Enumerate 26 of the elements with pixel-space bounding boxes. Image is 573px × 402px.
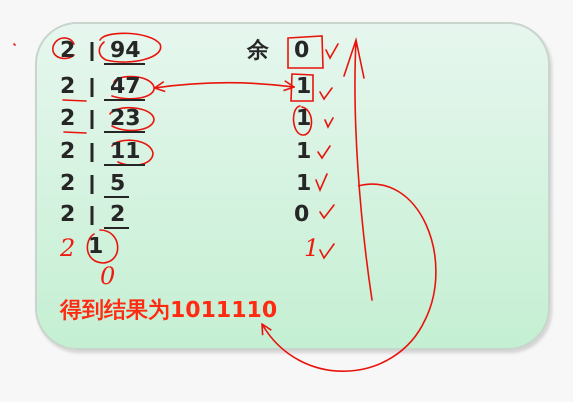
slide-panel	[35, 22, 550, 350]
division-digit: 余	[247, 39, 269, 63]
division-digit: 2	[60, 75, 76, 99]
arrow	[154, 80, 295, 92]
handwritten-digit: 2	[60, 236, 76, 260]
dividend-number: 94	[104, 39, 145, 65]
division-digit: 1	[296, 140, 312, 164]
division-digit: 2	[60, 140, 76, 164]
dividend-number: 11	[104, 140, 145, 166]
division-digit: 2	[60, 203, 76, 227]
division-digit: 0	[294, 39, 310, 63]
division-digit: 1	[88, 235, 104, 259]
handwritten-digit: 0	[100, 264, 116, 288]
arrow	[261, 184, 437, 372]
handwritten-digit: 1	[304, 236, 320, 260]
result-text: 得到结果为1011110	[60, 299, 278, 323]
dividend-number: 2	[104, 203, 130, 229]
dividend-number: 5	[104, 172, 130, 198]
division-digit: 2	[60, 107, 76, 131]
dividend-number: 23	[104, 107, 145, 133]
division-digit: 1	[296, 107, 312, 131]
division-digit: 2	[60, 172, 76, 196]
dividend-number: 47	[104, 75, 145, 101]
division-digit: 0	[294, 203, 310, 227]
division-digit: 2	[60, 39, 76, 63]
division-digit: 1	[296, 172, 312, 196]
